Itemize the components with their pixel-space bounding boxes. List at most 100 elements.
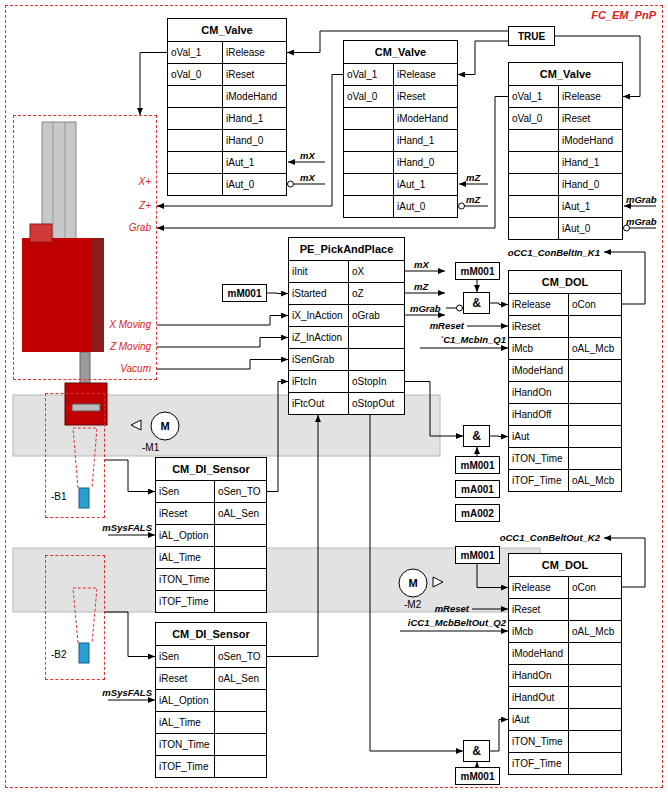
pin-name: oVal_0: [512, 113, 542, 124]
pin-name: iHand_0: [226, 135, 263, 146]
signal-arrow: [624, 206, 656, 207]
direction-triangle: [131, 420, 141, 430]
pin-name: iRelease: [512, 299, 551, 310]
pin-cell: oGrab: [349, 305, 404, 326]
block-title: CM_DOL: [542, 559, 588, 571]
signal-label: Grab: [129, 222, 151, 234]
pin-name: iHandOn: [512, 670, 551, 681]
signal-label: X Moving: [109, 319, 151, 331]
signal-arrow: [400, 631, 508, 632]
block-header: CM_DI_Sensor: [156, 458, 266, 480]
pin-cell: [509, 174, 559, 195]
pin-row: iMcboAL_Mcb: [509, 620, 621, 642]
signal-arrow: [405, 315, 445, 316]
pin-name: iAL_Option: [159, 530, 208, 541]
pin-cell: iModeHand: [509, 360, 569, 381]
pin-cell: [215, 712, 266, 733]
pin-row: iAut: [509, 425, 621, 447]
pin-cell: iTOF_Time: [156, 591, 215, 612]
pin-name: iFtcOut: [292, 398, 324, 409]
pin-name: iReset: [512, 604, 540, 615]
pin-name: iTON_Time: [159, 739, 210, 750]
pin-row: iModeHand: [168, 85, 286, 107]
pin-cell: oStopOut: [349, 393, 404, 414]
pin-cell: iAut: [509, 426, 569, 447]
signal-arrow: [405, 293, 445, 294]
signal-label: mGrab: [626, 216, 657, 227]
pin-cell: oVal_0: [344, 86, 394, 107]
pin-name: iAL_Time: [159, 717, 201, 728]
pin-name: iTOF_Time: [159, 761, 208, 772]
pin-name: iRelease: [397, 69, 436, 80]
pin-row: iAut_1: [168, 151, 286, 173]
pin-row: iAut_1: [344, 173, 457, 195]
pin-row: iHand_1: [168, 107, 286, 129]
signal-label: mZ: [466, 172, 480, 183]
pin-name: iZ_InAction: [292, 332, 342, 343]
pin-cell: oVal_1: [344, 64, 394, 85]
connector: [140, 53, 167, 116]
pin-name: oAL_Mcb: [572, 626, 614, 637]
pin-name: oVal_1: [347, 69, 377, 80]
signal-arrow: [467, 326, 508, 327]
pin-cell: [344, 152, 394, 173]
pin-row: iAL_Time: [156, 711, 266, 733]
block-header: PE_PickAndPlace: [289, 238, 404, 260]
connector: [370, 415, 463, 751]
function-block: CM_ValveoVal_1iReleaseoVal_0iResetiModeH…: [343, 40, 458, 218]
signal-wire: [630, 228, 656, 229]
pin-name: oAL_Mcb: [572, 343, 614, 354]
pin-cell: [569, 665, 621, 686]
device-tag: -M1: [142, 442, 159, 454]
pin-cell: iAut: [509, 709, 569, 730]
pin-row: iTON_Time: [156, 733, 266, 755]
connector: [458, 41, 508, 75]
pin-row: iHand_1: [509, 151, 622, 173]
signal-label: mGrab: [410, 303, 441, 314]
pin-cell: [344, 174, 394, 195]
and-gate: &: [463, 425, 490, 447]
pin-row: iAut_0: [344, 195, 457, 217]
pin-name: iX_InAction: [292, 310, 343, 321]
pin-cell: oZ: [349, 283, 404, 304]
direction-triangle: [433, 577, 443, 587]
pin-row: iMcb oAL_Mcb: [509, 337, 621, 359]
pin-name: iAut_1: [397, 179, 425, 190]
pin-cell: iHand_1: [223, 108, 286, 129]
pin-cell: iX_InAction: [289, 305, 349, 326]
pin-cell: iZ_InAction: [289, 327, 349, 348]
connector: [157, 338, 288, 348]
pin-cell: [215, 734, 266, 755]
pin-cell: iRelease: [509, 294, 569, 315]
signal-label: oCC1_ConBeltOut_K2: [500, 532, 600, 543]
pin-cell: [569, 404, 621, 425]
signal-label: mX: [300, 172, 315, 183]
pin-name: iReset: [562, 113, 590, 124]
signal-label: oCC1_ConBeltIn_K1: [508, 247, 600, 258]
pin-cell: [569, 709, 621, 730]
sensor-area: -B1: [45, 393, 105, 518]
pin-cell: iTON_Time: [156, 734, 215, 755]
pin-cell: iReset: [509, 599, 569, 620]
pin-name: oAL_Sen: [218, 508, 259, 519]
pin-cell: iAut_0: [559, 218, 622, 239]
pin-cell: oVal_1: [509, 86, 559, 107]
pin-name: oVal_1: [171, 47, 201, 58]
pin-row: iModeHand: [509, 129, 622, 151]
pin-row: iAL_Time: [156, 546, 266, 568]
pin-cell: iMcb: [509, 338, 569, 359]
pin-row: oVal_1iRelease: [509, 85, 622, 107]
signal-name: mM001: [461, 550, 495, 561]
pin-cell: [569, 360, 621, 381]
pin-cell: iRelease: [509, 577, 569, 598]
pin-cell: [349, 327, 404, 348]
pin-cell: iModeHand: [223, 86, 286, 107]
pin-cell: iTOF_Time: [509, 753, 569, 774]
pin-cell: iInit: [289, 261, 349, 282]
pin-row: iSenGrab: [289, 348, 404, 370]
function-block: CM_DI_SensoriSenoSen_TOiResetoAL_SeniAL_…: [155, 622, 267, 778]
pin-name: iMcb: [512, 343, 533, 354]
signal-arrow: [472, 609, 508, 610]
pin-row: iSenoSen_TO: [156, 645, 266, 667]
